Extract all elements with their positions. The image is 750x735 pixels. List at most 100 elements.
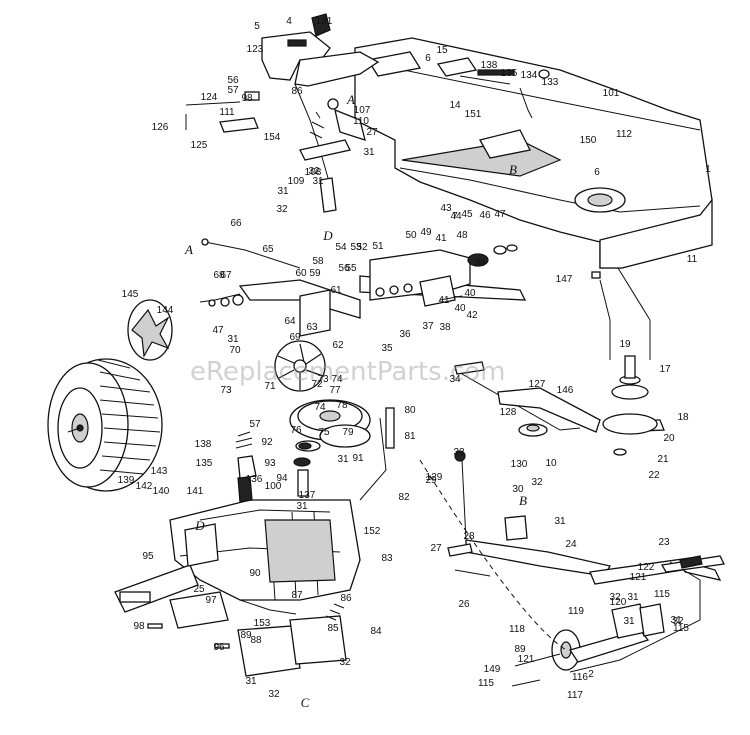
callout-number: 24 (565, 539, 577, 550)
reference-letter: B (519, 493, 527, 508)
callout-number: 6 (425, 53, 431, 64)
callout-number: 41 (435, 233, 447, 244)
callout-number: 59 (309, 268, 321, 279)
callout-number: 25 (193, 584, 205, 595)
callout-number: 72 (311, 379, 323, 390)
callout-number: 17 (659, 364, 671, 375)
callout-number: 134 (521, 70, 538, 81)
callout-number: 56 (227, 75, 239, 86)
callout-number: 146 (557, 385, 574, 396)
callout-number: 19 (619, 339, 631, 350)
callout-number: 6 (594, 167, 600, 178)
callout-number: 32 (531, 477, 543, 488)
callout-number: 34 (449, 374, 461, 385)
callout-number: 108 (305, 167, 322, 178)
callout-number: 58 (312, 256, 324, 267)
callout-number: 29 (425, 475, 437, 486)
callout-number: 139 (118, 475, 135, 486)
callout-number: 123 (247, 44, 264, 55)
callout-number: 37 (422, 321, 434, 332)
callout-number: 141 (187, 486, 204, 497)
callout-number: 10 (545, 458, 557, 469)
callout-number: 20 (663, 433, 675, 444)
callout-number: 26 (458, 599, 470, 610)
callout-number: 31 (627, 592, 639, 603)
callout-number: 43 (440, 203, 452, 214)
callout-number: 22 (648, 470, 660, 481)
callout-number: 83 (381, 553, 393, 564)
callout-number: 4 (286, 16, 292, 27)
callout-number: 36 (399, 329, 411, 340)
callout-number: 137 (299, 490, 316, 501)
callout-number: 116 (572, 672, 588, 683)
callout-number: 40 (454, 303, 466, 314)
callout-number: 62 (332, 340, 344, 351)
callout-number: 136 (246, 474, 263, 485)
callout-number: 73 (317, 374, 329, 385)
callout-number: 140 (153, 486, 170, 497)
callout-number: 131 (316, 16, 333, 27)
callout-number: 14 (449, 100, 461, 111)
callout-number: 89 (240, 630, 252, 641)
callout-number: 76 (290, 425, 302, 436)
callout-number: 145 (122, 289, 139, 300)
frame-assembly (354, 37, 713, 269)
callout-number: 153 (254, 618, 271, 629)
callout-number: 56 (338, 263, 350, 274)
callout-number: 48 (456, 230, 468, 241)
callout-number: 27 (430, 543, 442, 554)
callout-number: 39 (474, 258, 486, 269)
callout-number: 149 (484, 664, 501, 675)
callout-number: 135 (196, 458, 213, 469)
callout-number: 45 (461, 209, 473, 220)
reference-letter: A (346, 92, 355, 107)
callout-number: 92 (261, 437, 273, 448)
callout-number: 31 (554, 516, 566, 527)
callout-number: 115 (654, 589, 670, 600)
callout-number: 126 (152, 122, 169, 133)
callout-number: 118 (509, 624, 525, 635)
callout-number: 79 (342, 427, 354, 438)
callout-number: 90 (249, 568, 261, 579)
callout-number: 147 (556, 274, 573, 285)
callout-number: 115 (478, 678, 494, 689)
callout-number: 74 (331, 374, 343, 385)
callout-number: 2 (588, 669, 594, 680)
callout-number: 93 (264, 458, 276, 469)
callout-number: 68 (213, 270, 225, 281)
callout-number: 42 (466, 310, 478, 321)
callout-number: 21 (657, 454, 669, 465)
callout-number: 18 (677, 412, 689, 423)
callout-number: 30 (512, 484, 524, 495)
control-linkage (199, 238, 581, 431)
callout-number: 55 (345, 263, 357, 274)
callout-number: 31 (277, 186, 289, 197)
callout-number: 110 (353, 116, 369, 127)
callout-number: 28 (463, 531, 475, 542)
transaxle-housing (114, 431, 361, 677)
callout-number: 67 (220, 270, 232, 281)
callout-numbers: 1245667101114151718192021222324252627272… (118, 16, 712, 701)
callout-number: 11 (687, 254, 698, 265)
callout-number: 124 (201, 92, 218, 103)
callout-number: 75 (318, 427, 330, 438)
callout-number: 7 (452, 211, 458, 222)
callout-number: 31 (623, 616, 635, 627)
callout-number: 31 (227, 334, 239, 345)
callout-number: 80 (404, 405, 416, 416)
callout-number: 31 (670, 615, 682, 626)
callout-number: 57 (249, 419, 261, 430)
callout-number: 32 (672, 616, 684, 627)
callout-number: 51 (372, 241, 384, 252)
reference-letter: A (184, 242, 193, 257)
callout-number: 78 (336, 400, 348, 411)
callout-number: 38 (439, 322, 451, 333)
callout-number: 120 (610, 597, 627, 608)
callout-number: 138 (481, 60, 498, 71)
callout-number: 44 (450, 211, 462, 222)
callout-number: 98 (133, 621, 145, 632)
callout-number: 127 (529, 379, 546, 390)
callout-number: 81 (404, 431, 416, 442)
callout-number: 85 (327, 623, 339, 634)
callout-number: 154 (264, 132, 281, 143)
